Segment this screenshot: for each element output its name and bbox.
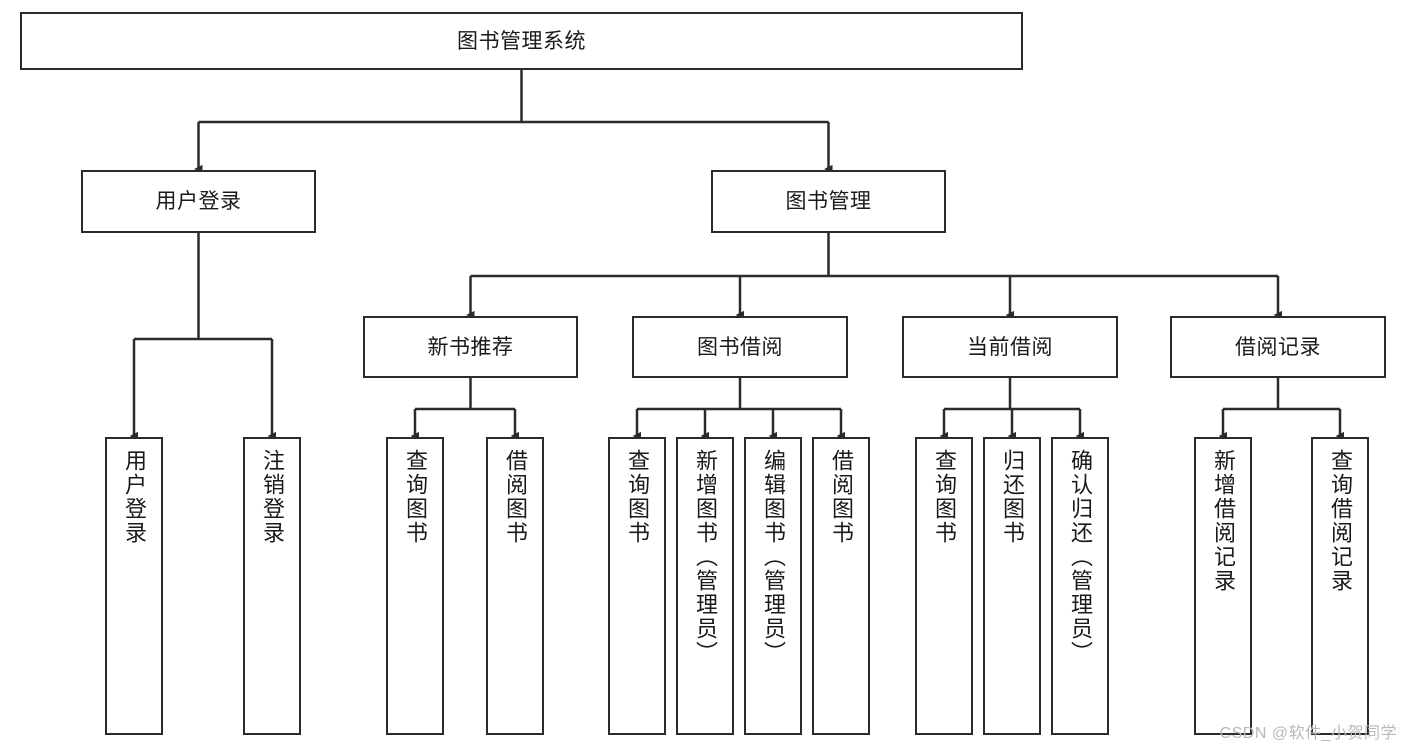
node-label: 编辑图书（管理员）	[760, 449, 786, 665]
node-label: 图书管理系统	[457, 29, 586, 53]
node-label: 注销登录	[259, 449, 285, 545]
node-label: 查询图书	[402, 449, 428, 545]
node-label: 查询借阅记录	[1327, 449, 1353, 593]
node-label: 借阅记录	[1235, 335, 1321, 359]
node-label: 借阅图书	[502, 449, 528, 545]
node-leaf08[interactable]: 借阅图书	[812, 437, 870, 735]
node-label: 借阅图书	[828, 449, 854, 545]
node-leaf09[interactable]: 查询图书	[915, 437, 973, 735]
watermark-text: CSDN @软件_小贺同学	[1219, 725, 1397, 742]
node-label: 查询图书	[624, 449, 650, 545]
node-leaf01[interactable]: 用户登录	[105, 437, 163, 735]
node-label: 当前借阅	[967, 335, 1053, 359]
node-label: 用户登录	[155, 190, 242, 213]
node-l1b[interactable]: 图书管理	[711, 170, 946, 233]
node-label: 新增借阅记录	[1210, 449, 1236, 593]
node-leaf04[interactable]: 借阅图书	[486, 437, 544, 735]
node-label: 归还图书	[999, 449, 1025, 545]
node-l2b[interactable]: 图书借阅	[632, 316, 848, 378]
node-l1a[interactable]: 用户登录	[81, 170, 316, 233]
node-leaf11[interactable]: 确认归还（管理员）	[1051, 437, 1109, 735]
node-leaf03[interactable]: 查询图书	[386, 437, 444, 735]
node-l2c[interactable]: 当前借阅	[902, 316, 1118, 378]
node-leaf07[interactable]: 编辑图书（管理员）	[744, 437, 802, 735]
node-label: 查询图书	[931, 449, 957, 545]
node-label: 确认归还（管理员）	[1067, 449, 1093, 665]
node-leaf10[interactable]: 归还图书	[983, 437, 1041, 735]
node-l2d[interactable]: 借阅记录	[1170, 316, 1386, 378]
node-leaf13[interactable]: 查询借阅记录	[1311, 437, 1369, 735]
node-leaf06[interactable]: 新增图书（管理员）	[676, 437, 734, 735]
node-leaf02[interactable]: 注销登录	[243, 437, 301, 735]
node-label: 用户登录	[121, 449, 147, 545]
node-label: 新书推荐	[427, 335, 514, 359]
node-leaf12[interactable]: 新增借阅记录	[1194, 437, 1252, 735]
node-leaf05[interactable]: 查询图书	[608, 437, 666, 735]
node-l2a[interactable]: 新书推荐	[363, 316, 578, 378]
node-root[interactable]: 图书管理系统	[20, 12, 1023, 70]
node-label: 新增图书（管理员）	[692, 449, 718, 665]
node-label: 图书管理	[785, 190, 872, 213]
node-label: 图书借阅	[697, 335, 783, 359]
